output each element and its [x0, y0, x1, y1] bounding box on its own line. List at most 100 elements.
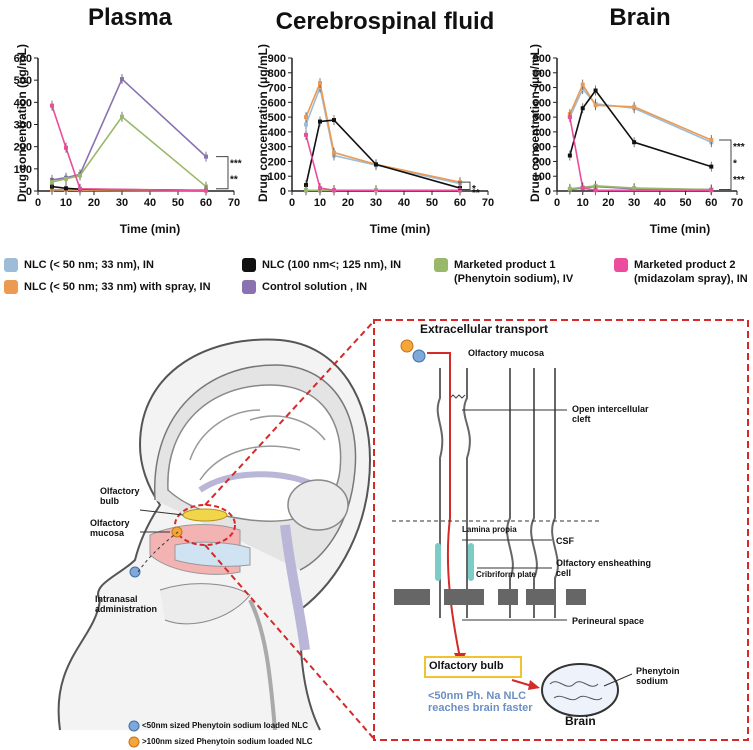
neuron-3: [506, 368, 514, 618]
brain-y-tick-label: 600: [533, 97, 551, 109]
brain-point-nlc33spray: [709, 138, 714, 143]
brain-series-nlc33spray: [569, 82, 712, 141]
panel-particle-orange: [400, 339, 414, 353]
legend-item-mp1: Marketed product 1 (Phenytoin sodium), I…: [434, 258, 614, 286]
brain-point-nlc33spray: [580, 82, 585, 87]
brain-sig-bracket: [719, 139, 732, 191]
csf-series-mp2: [305, 134, 460, 192]
nlc-particle-orange: [171, 526, 183, 538]
csf-y-tick-label: 100: [268, 171, 286, 183]
neuron-2: [463, 368, 471, 618]
plasma-x-tick-label: 50: [172, 197, 184, 209]
transport-panel: [373, 319, 749, 741]
brain-chart-title: Brain: [609, 4, 671, 31]
csf-y-tick-label: 500: [268, 112, 286, 124]
neuron-1: [436, 368, 444, 618]
csf-x-tick-label: 70: [482, 197, 494, 209]
csf-xlabel: Time (min): [369, 222, 431, 236]
mucus-squiggle: [449, 394, 466, 399]
plasma-x-tick-label: 40: [144, 197, 156, 209]
plasma-point-mp2: [64, 145, 68, 150]
panel-title: Extracellular transport: [420, 322, 549, 336]
csf-ylabel: Drug concentration (μg/mL): [256, 44, 270, 203]
brain-x-tick-label: 50: [679, 197, 691, 209]
olfactory-bulb-box-label: Olfactory bulb: [429, 660, 504, 672]
csf-y-tick-label: 700: [268, 83, 286, 95]
csf-x-tick-label: 60: [454, 197, 466, 209]
csf-point-nlc125: [318, 119, 322, 124]
olfactory-neurons: [436, 368, 559, 618]
panel-link-top: [204, 319, 376, 506]
cribriform-5: [566, 589, 586, 605]
legend-label: NLC (100 nm<; 125 nm), IN: [262, 259, 402, 271]
plasma-y-tick-label: 600: [14, 53, 32, 65]
plasma-x-tick-label: 10: [60, 197, 72, 209]
plasma-chart-title: Plasma: [87, 4, 173, 31]
csf-sig-label: *: [472, 184, 476, 195]
cribriform-4: [526, 589, 556, 605]
plasma-x-tick-label: 60: [200, 197, 212, 209]
brain-point-nlc33spray: [632, 104, 637, 109]
plasma-y-tick-label: 0: [26, 186, 32, 198]
plasma-point-mp2: [204, 188, 208, 193]
key-large-label: >100nm sized Phenytoin sodium loaded NLC: [142, 737, 313, 746]
plasma-x-tick-label: 30: [116, 197, 128, 209]
key-small-label: <50nm sized Phenytoin sodium loaded NLC: [142, 721, 309, 730]
brain-y-tick-label: 300: [533, 142, 551, 154]
ensheathing-cell-left: [435, 543, 441, 581]
legend-item-nlc33: NLC (< 50 nm; 33 nm), IN: [4, 258, 154, 272]
panel-link-bottom: [204, 544, 376, 741]
legend-swatch: [4, 258, 18, 272]
plasma-y-tick-label: 400: [14, 97, 32, 109]
brain-folds: [189, 409, 326, 481]
cribriform-label: Cribriform plate: [476, 570, 537, 579]
ventricle: [198, 471, 317, 493]
brain-y-tick-label: 400: [533, 127, 551, 139]
brain-x-tick-label: 70: [731, 197, 743, 209]
brain-point-mp2: [709, 188, 714, 193]
brain-xlabel: Time (min): [649, 222, 711, 236]
brain-sig-label: ***: [733, 142, 745, 153]
brain-series-nlc125: [569, 89, 712, 168]
ensheathing-label: Olfactory ensheathing cell: [556, 558, 652, 578]
csf-point-nlc125: [304, 183, 308, 188]
csf-chart-title: Cerebrospinal fluid: [275, 8, 495, 35]
brain-point-nlc125: [567, 153, 572, 158]
csf-point-nlc33spray: [304, 115, 308, 120]
brain-y-tick-label: 700: [533, 83, 551, 95]
transport-path: [427, 352, 461, 659]
csf-point-nlc33spray: [318, 81, 322, 86]
brain-series-mp2: [569, 116, 712, 192]
csf-x-tick-label: 0: [289, 197, 295, 209]
csf-y-tick-label: 900: [268, 53, 286, 65]
csf-y-tick-label: 600: [268, 97, 286, 109]
plasma-point-mp1: [78, 173, 82, 178]
brain-sig-label: ***: [733, 175, 745, 186]
brain-point-mp1: [632, 186, 637, 191]
csf-series-nlc33: [305, 84, 461, 185]
csf-x-tick-label: 10: [314, 197, 326, 209]
plasma-y-tick-label: 100: [14, 164, 32, 176]
lamina-label: Lamina propia: [462, 525, 517, 534]
csf-y-tick-label: 800: [268, 68, 286, 80]
csf-point-mp2: [458, 188, 462, 193]
csf-x-tick-label: 20: [342, 197, 354, 209]
brain-y-tick-label: 500: [533, 112, 551, 124]
plasma-sig-label: ***: [230, 159, 242, 170]
nlc-small-key-icon: [128, 720, 140, 732]
plasma-point-control: [120, 77, 124, 82]
brain-point-nlc125: [632, 140, 637, 145]
csf-y-tick-label: 0: [280, 186, 286, 198]
legend-label: NLC (< 50 nm; 33 nm) with spray, IN: [24, 281, 211, 293]
brain-y-tick-label: 200: [533, 156, 551, 168]
nlc-particle-blue: [129, 566, 141, 578]
plasma-y-tick-label: 300: [14, 120, 32, 132]
brain-icon: [541, 663, 619, 717]
brain-label: Brain: [565, 714, 596, 728]
csf-x-tick-label: 50: [426, 197, 438, 209]
panel-olfactory-mucosa-label: Olfactory mucosa: [468, 348, 545, 358]
plasma-series-control: [51, 77, 207, 181]
ensheathing-cell-right: [468, 543, 474, 581]
csf-point-mp2: [318, 186, 322, 191]
